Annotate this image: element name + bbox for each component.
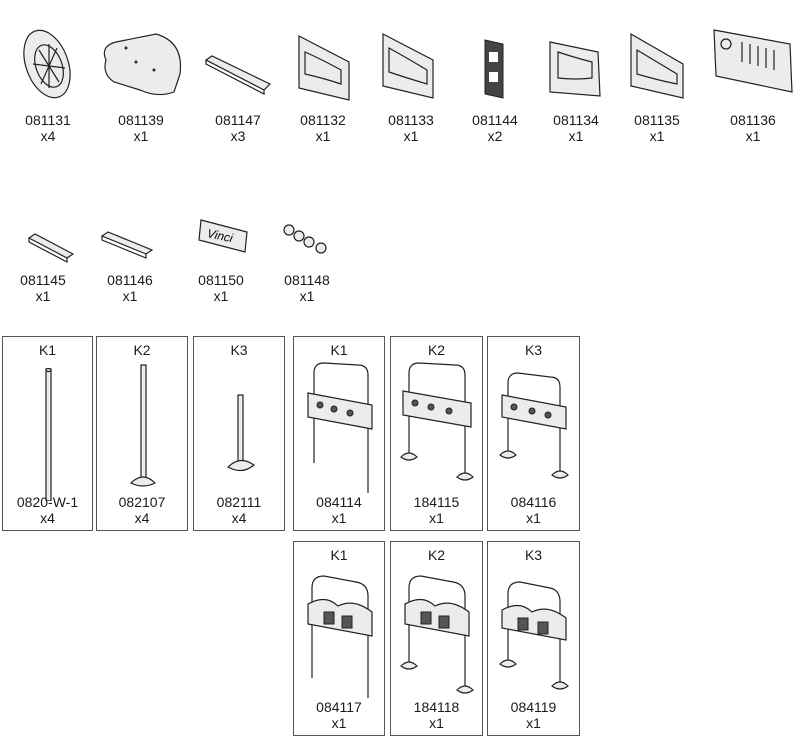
part-081133: 081133 x1 <box>371 22 451 144</box>
kit-label: K2 <box>133 342 151 358</box>
part-081145: 081145 x1 <box>3 208 83 304</box>
pole-with-foot-icon <box>129 364 157 487</box>
part-qty: x1 <box>526 510 541 526</box>
front-panel-icon <box>713 29 793 93</box>
kit-box-pole-k1: K1 0820-W-1 x4 <box>2 336 93 531</box>
kit-box-gate-k1: K1 084117 x1 <box>293 541 385 736</box>
part-code: 084119 <box>510 699 557 715</box>
part-qty: x1 <box>331 510 347 526</box>
bracket-icon <box>484 39 504 99</box>
base-plate-icon <box>103 33 182 96</box>
part-qty: x1 <box>315 128 331 144</box>
part-code: 184118 <box>413 699 460 715</box>
part-qty: x1 <box>122 288 138 304</box>
part-081132: 081132 x1 <box>283 22 363 144</box>
logo-text: Vinci <box>206 226 234 245</box>
part-code: 081148 <box>284 272 330 288</box>
part-code: 081147 <box>215 112 261 128</box>
part-code: 0820-W-1 <box>16 494 79 510</box>
part-qty: x1 <box>213 288 229 304</box>
part-qty: x4 <box>134 510 150 526</box>
part-qty: x1 <box>429 715 444 731</box>
side-panel-icon <box>549 41 601 97</box>
part-081134: 081134 x1 <box>536 22 616 144</box>
part-code: 081150 <box>198 272 244 288</box>
part-qty: x1 <box>429 510 444 526</box>
logo-plate-icon: Vinci <box>198 219 248 253</box>
kit-box-frame-k3: K3 084116 x1 <box>487 336 580 531</box>
part-code: 081132 <box>300 112 346 128</box>
washers-icon <box>283 224 327 254</box>
frame-assembly-icon <box>307 362 373 493</box>
part-081147: 081147 x3 <box>198 22 278 144</box>
kit-label: K1 <box>330 342 348 358</box>
part-code: 081136 <box>730 112 776 128</box>
part-code: 081139 <box>118 112 164 128</box>
part-code: 081131 <box>25 112 71 128</box>
part-qty: x2 <box>487 128 503 144</box>
kit-box-frame-k1: K1 084114 x1 <box>293 336 385 531</box>
part-qty: x4 <box>231 510 247 526</box>
kit-label: K1 <box>38 342 57 358</box>
part-qty: x1 <box>526 715 541 731</box>
part-081148: 081148 x1 <box>267 208 347 304</box>
pole-icon <box>45 367 52 501</box>
part-code: 081146 <box>107 272 153 288</box>
part-qty: x1 <box>568 128 584 144</box>
kit-label: K3 <box>524 342 543 358</box>
side-panel-icon <box>298 35 350 101</box>
part-qty: x1 <box>35 288 51 304</box>
part-qty: x1 <box>133 128 149 144</box>
gate-assembly-icon <box>499 581 569 690</box>
part-081131: 081131 x4 <box>8 22 88 144</box>
kit-box-pole-k2: K2 082107 x4 <box>96 336 188 531</box>
part-code: 081135 <box>634 112 680 128</box>
part-qty: x1 <box>403 128 419 144</box>
part-081136: 081136 x1 <box>708 22 798 144</box>
part-code: 082111 <box>216 494 262 510</box>
part-qty: x1 <box>299 288 315 304</box>
part-code: 081144 <box>472 112 518 128</box>
gate-assembly-icon <box>307 575 373 698</box>
part-code: 084117 <box>316 699 362 715</box>
frame-assembly-icon <box>499 372 569 479</box>
part-081146: 081146 x1 <box>90 208 170 304</box>
side-panel-icon <box>630 32 684 99</box>
part-qty: x1 <box>331 715 347 731</box>
kit-box-frame-k2: K2 184115 x1 <box>390 336 483 531</box>
part-081135: 081135 x1 <box>617 22 697 144</box>
kit-box-gate-k2: K2 184118 x1 <box>390 541 483 736</box>
part-081150: Vinci 081150 x1 <box>181 208 261 304</box>
kit-label: K2 <box>427 342 446 358</box>
pole-with-foot-icon <box>227 394 255 472</box>
kit-box-pole-k3: K3 082111 x4 <box>193 336 285 531</box>
strip-plank-icon <box>100 231 154 259</box>
part-qty: x3 <box>230 128 246 144</box>
kit-label: K2 <box>427 547 446 563</box>
part-code: 084114 <box>316 494 362 510</box>
gate-assembly-icon <box>400 575 474 694</box>
kit-label: K3 <box>230 342 248 358</box>
part-qty: x1 <box>745 128 761 144</box>
strip-plank-icon <box>204 55 272 95</box>
round-disc-icon <box>23 29 71 99</box>
part-081139: 081139 x1 <box>96 22 186 144</box>
part-qty: x1 <box>649 128 665 144</box>
part-code: 081133 <box>388 112 434 128</box>
part-code: 081134 <box>553 112 599 128</box>
part-code: 081145 <box>20 272 66 288</box>
part-code: 082107 <box>118 494 166 510</box>
part-code: 084116 <box>510 494 557 510</box>
part-code: 184115 <box>413 494 460 510</box>
side-panel-icon <box>382 33 434 99</box>
kit-box-gate-k3: K3 084119 x1 <box>487 541 580 736</box>
kit-label: K1 <box>330 547 348 563</box>
kit-label: K3 <box>524 547 543 563</box>
part-qty: x4 <box>40 128 56 144</box>
part-081144: 081144 x2 <box>455 22 535 144</box>
part-qty: x4 <box>40 510 55 526</box>
strip-plank-icon <box>27 233 75 263</box>
frame-assembly-icon <box>400 362 474 481</box>
